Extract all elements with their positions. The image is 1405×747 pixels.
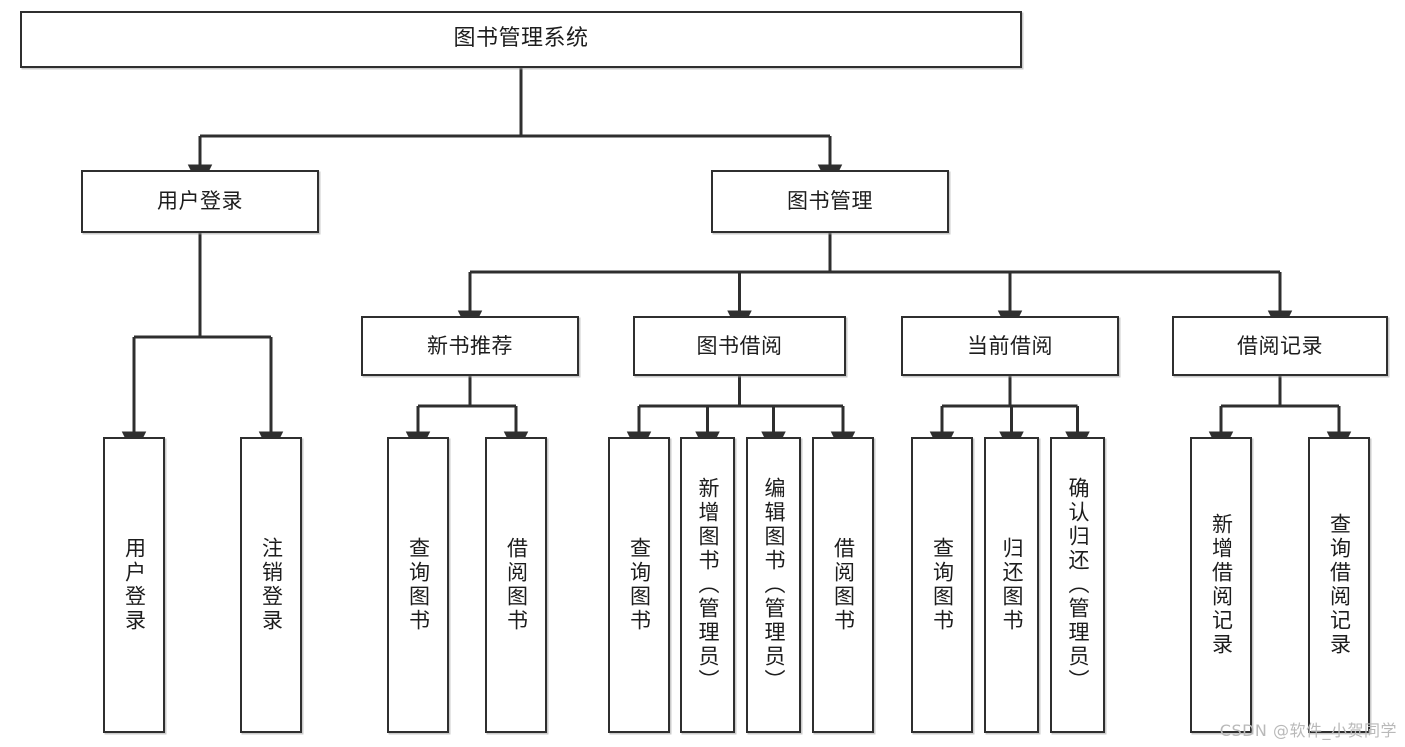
node-label: 注销登录 — [259, 537, 284, 633]
node-label: 借阅图书 — [504, 537, 529, 633]
edge-paths — [121, 68, 1352, 456]
node-label: 当前借阅 — [967, 333, 1053, 358]
node-leaf-add-record[interactable]: 新增借阅记录 — [1190, 437, 1252, 733]
node-new-book-rec[interactable]: 新书推荐 — [361, 316, 579, 376]
node-leaf-query-record[interactable]: 查询借阅记录 — [1308, 437, 1370, 733]
node-leaf-query-book-2[interactable]: 查询图书 — [608, 437, 670, 733]
node-leaf-add-book[interactable]: 新增图书（管理员） — [680, 437, 735, 733]
node-leaf-confirm-return[interactable]: 确认归还（管理员） — [1050, 437, 1105, 733]
node-leaf-borrow-book-2[interactable]: 借阅图书 — [812, 437, 874, 733]
node-borrow-record[interactable]: 借阅记录 — [1172, 316, 1388, 376]
node-leaf-query-book-3[interactable]: 查询图书 — [911, 437, 973, 733]
node-label: 借阅图书 — [831, 537, 856, 633]
node-label: 新增借阅记录 — [1209, 513, 1234, 657]
node-book-borrow[interactable]: 图书借阅 — [633, 316, 846, 376]
node-label: 用户登录 — [157, 189, 243, 214]
node-root[interactable]: 图书管理系统 — [20, 11, 1022, 68]
node-label: 新书推荐 — [427, 333, 513, 358]
node-label: 图书借阅 — [696, 333, 783, 358]
node-book-manage[interactable]: 图书管理 — [711, 170, 949, 233]
node-label: 归还图书 — [999, 537, 1024, 633]
node-label: 新增图书（管理员） — [695, 477, 720, 693]
node-label: 查询图书 — [406, 537, 431, 633]
node-label: 用户登录 — [122, 537, 147, 633]
node-label: 确认归还（管理员） — [1065, 477, 1090, 693]
node-label: 借阅记录 — [1237, 333, 1323, 358]
node-label: 查询借阅记录 — [1327, 513, 1352, 657]
node-label: 图书管理 — [787, 189, 873, 214]
node-leaf-return-book[interactable]: 归还图书 — [984, 437, 1039, 733]
node-leaf-borrow-book-1[interactable]: 借阅图书 — [485, 437, 547, 733]
node-label: 查询图书 — [627, 537, 652, 633]
node-label: 图书管理系统 — [453, 26, 589, 52]
node-leaf-query-book-1[interactable]: 查询图书 — [387, 437, 449, 733]
node-leaf-user-login[interactable]: 用户登录 — [103, 437, 165, 733]
node-current-borrow[interactable]: 当前借阅 — [901, 316, 1119, 376]
node-user-login[interactable]: 用户登录 — [81, 170, 319, 233]
watermark-text: CSDN @软件_小贺同学 — [1219, 721, 1397, 740]
node-leaf-edit-book[interactable]: 编辑图书（管理员） — [746, 437, 801, 733]
node-label: 查询图书 — [930, 537, 955, 633]
node-label: 编辑图书（管理员） — [761, 477, 786, 693]
node-leaf-user-logout[interactable]: 注销登录 — [240, 437, 302, 733]
